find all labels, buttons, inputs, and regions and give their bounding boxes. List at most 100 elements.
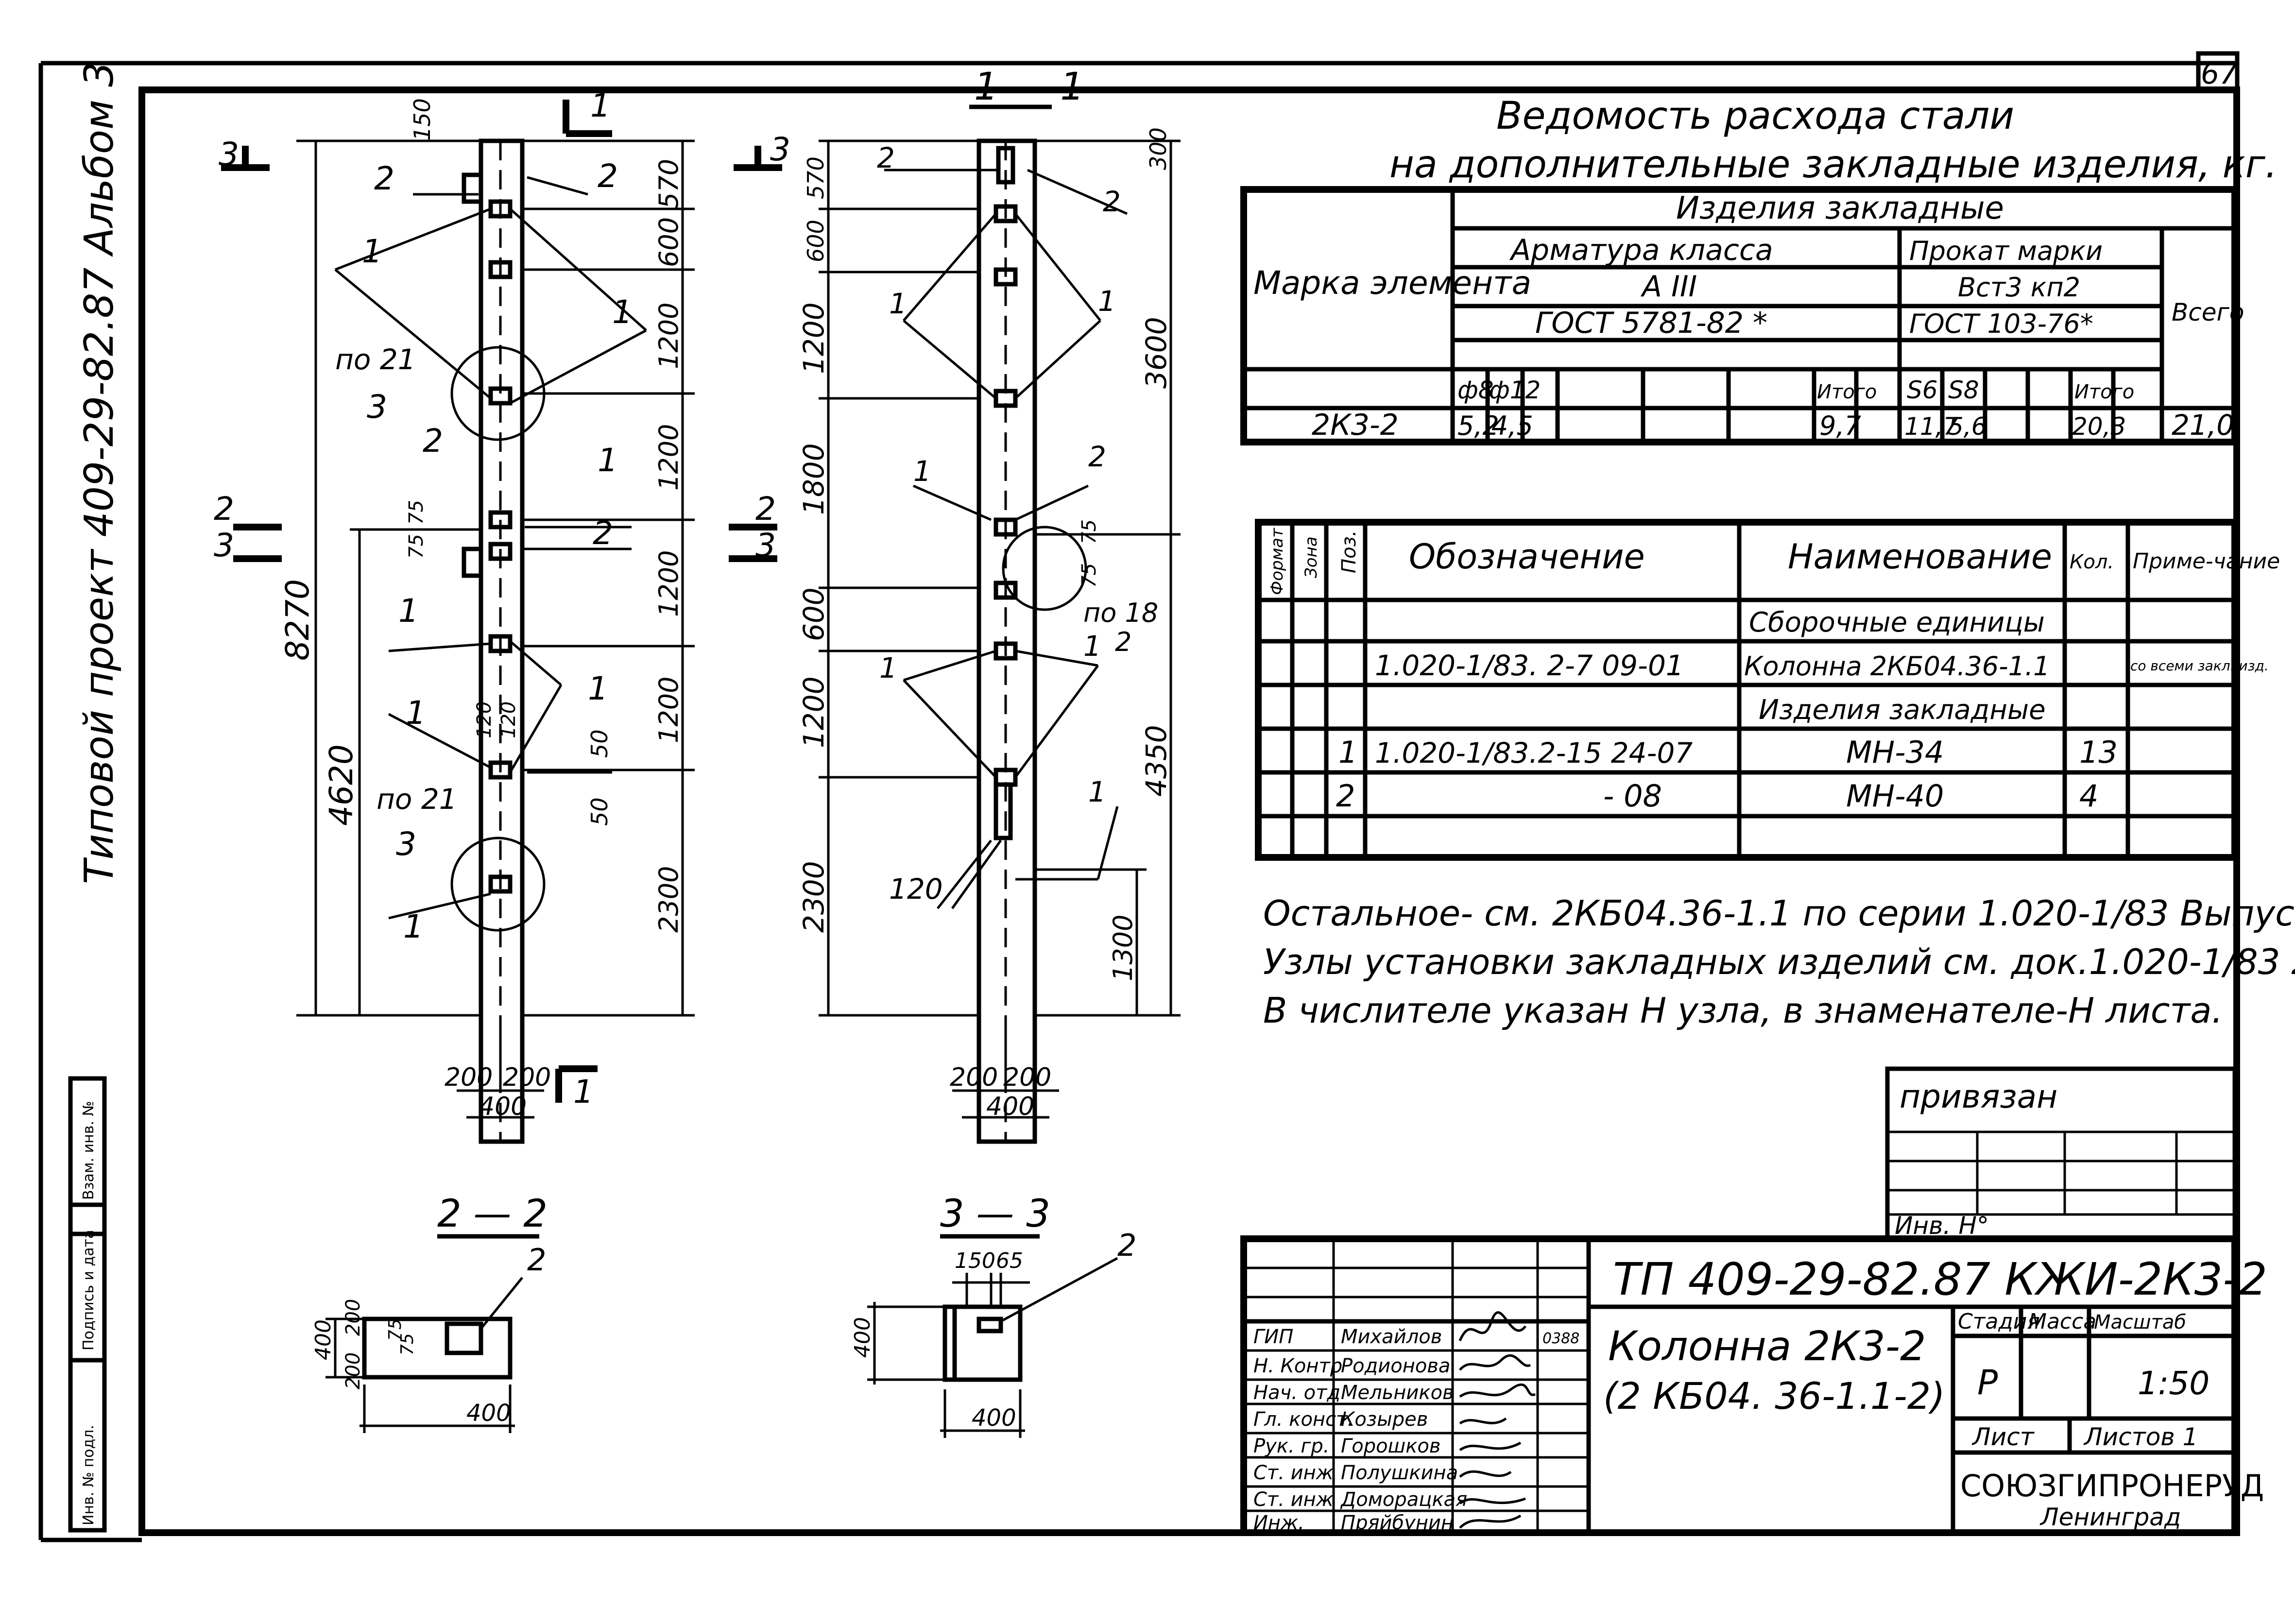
steel-cell-total: 21,0 bbox=[2172, 409, 2234, 442]
s11-callout-2-right: 2 bbox=[1103, 185, 1121, 218]
column-elevation bbox=[221, 100, 782, 1144]
steel-head-roll-gost: ГОСТ 103-76* bbox=[1909, 308, 2093, 339]
s11-dim-200-left: 200 bbox=[950, 1063, 998, 1092]
spec-head-note: Приме-чание bbox=[2133, 549, 2280, 574]
steel-cell-s6: 11,7 bbox=[1904, 412, 1959, 441]
section-mark-1-top: 1 bbox=[590, 87, 611, 124]
s33-dim-400-bottom: 400 bbox=[972, 1404, 1016, 1432]
signer-name: Козырев bbox=[1341, 1408, 1428, 1431]
callout-2-mid: 2 bbox=[423, 422, 443, 460]
signer-role: Нач. отд bbox=[1253, 1382, 1340, 1404]
spec-head-pos: Поз. bbox=[1338, 530, 1360, 573]
s11-callout-120: 120 bbox=[889, 872, 943, 906]
note-2: Узлы установки закладных изделий см. док… bbox=[1263, 941, 2295, 982]
steel-table-text: Марка элемента Изделия закладные Арматур… bbox=[1253, 190, 2244, 442]
s22-dim-200-bottom: 200 bbox=[342, 1352, 364, 1389]
spec-head-name: Наименование bbox=[1788, 537, 2052, 577]
spec-table bbox=[1255, 519, 2238, 861]
section-3-3-title: 3 — 3 bbox=[940, 1192, 1050, 1236]
s11-dim-75-b: 75 bbox=[1078, 563, 1100, 588]
s11-dim-1800: 1800 bbox=[797, 443, 830, 515]
callout-2-topleft: 2 bbox=[374, 160, 394, 197]
steel-cell-f8: 5,2 bbox=[1457, 410, 1499, 441]
s33-callout-2: 2 bbox=[1117, 1228, 1136, 1263]
steel-head-rebar-gost: ГОСТ 5781-82 * bbox=[1535, 306, 1767, 340]
callout-2-console: 2 bbox=[593, 514, 613, 552]
s33-dim-65: 65 bbox=[996, 1248, 1023, 1273]
steel-sub-f12: ф12 bbox=[1489, 376, 1541, 404]
callout-1-right-a: 1 bbox=[612, 293, 633, 331]
section-mark-3-right: 3 bbox=[770, 131, 790, 168]
s11-dim-75-a: 75 bbox=[1078, 519, 1100, 544]
section-2-2 bbox=[325, 1234, 539, 1433]
s22-dim-75-a: 75 bbox=[385, 1318, 405, 1341]
s22-dim-75-b: 75 bbox=[397, 1333, 417, 1355]
embed-plates bbox=[488, 199, 513, 894]
signer-role: Инж. bbox=[1253, 1512, 1304, 1534]
signer-role: Ст. инж bbox=[1253, 1462, 1334, 1484]
title-block-text: ТП 409-29-82.87 КЖИ-2К3-2 Колонна 2К3-2 … bbox=[1253, 1253, 2267, 1534]
signer-role: Ст. инж bbox=[1253, 1488, 1334, 1511]
s22-dim-200-top: 200 bbox=[342, 1299, 364, 1336]
section-mark-3b-right: 3 bbox=[755, 527, 776, 564]
spec-row4-designation: - 08 bbox=[1603, 778, 1662, 814]
s11-dim-400: 400 bbox=[986, 1092, 1034, 1121]
s11-dim-4350: 4350 bbox=[1140, 725, 1173, 797]
mass-label: Масса bbox=[2028, 1309, 2096, 1334]
spec-row0-name: Сборочные единицы bbox=[1749, 607, 2045, 638]
callout-1-bottom: 1 bbox=[403, 908, 424, 945]
side-stamp: Инв. № подл. Подпись и дата Взам. инв. № bbox=[68, 1076, 107, 1533]
spec-row4-pos: 2 bbox=[1336, 778, 1355, 814]
spec-row1-name: Колонна 2КБ04.36-1.1 bbox=[1744, 651, 2050, 682]
spec-row3-pos: 1 bbox=[1338, 735, 1357, 770]
section-3-3 bbox=[867, 1234, 1118, 1438]
s11-dim-600: 600 bbox=[803, 220, 829, 262]
steel-sub-s6: S6 bbox=[1907, 376, 1938, 404]
signer-name: Мельников bbox=[1341, 1382, 1454, 1404]
item-name-1: Колонна 2К3-2 bbox=[1608, 1322, 1926, 1370]
signatures bbox=[1458, 1311, 1536, 1529]
steel-cell-rebar-total: 9,7 bbox=[1819, 410, 1861, 441]
signer-role: ГИП bbox=[1253, 1326, 1293, 1348]
section-mark-3b-left: 3 bbox=[214, 527, 234, 564]
callout-node-3-a: 3 bbox=[367, 388, 387, 426]
binding-title: привязан bbox=[1900, 1078, 2057, 1115]
s11-dim-300: 300 bbox=[1145, 127, 1171, 170]
s22-callout-2: 2 bbox=[527, 1242, 546, 1278]
spec-head-qty: Кол. bbox=[2070, 551, 2114, 573]
dim-200-right: 200 bbox=[503, 1063, 551, 1092]
s22-dim-400-bottom: 400 bbox=[466, 1400, 511, 1427]
s11-callout-1-lower-left: 1 bbox=[879, 651, 897, 684]
s11-dim-2300: 2300 bbox=[797, 861, 830, 933]
spec-row3-qty: 13 bbox=[2079, 735, 2118, 770]
steel-table bbox=[1240, 186, 2238, 445]
dim-4620: 4620 bbox=[323, 744, 360, 826]
section-1-1-labels: 1 — 1 570 600 1200 1800 600 1200 2300 30… bbox=[797, 65, 1173, 1121]
dim-2300: 2300 bbox=[653, 866, 684, 933]
s11-callout-1-right: 1 bbox=[1098, 285, 1116, 318]
callout-1-right-b: 1 bbox=[588, 670, 608, 707]
callout-1-left-a: 1 bbox=[362, 233, 382, 270]
scale-value: 1:50 bbox=[2138, 1365, 2209, 1402]
dim-200-left: 200 bbox=[445, 1063, 493, 1092]
stage-value: Р bbox=[1977, 1363, 1998, 1402]
section-mark-3-left: 3 bbox=[219, 136, 239, 173]
note-1: Остальное- см. 2КБ04.36-1.1 по серии 1.0… bbox=[1263, 893, 2295, 934]
sheet-label: Лист bbox=[1971, 1423, 2035, 1451]
s33-dim-150: 150 bbox=[955, 1248, 995, 1273]
steel-head-rebar: Арматура класса bbox=[1509, 233, 1773, 267]
dim-8270: 8270 bbox=[279, 579, 316, 661]
item-name-2: (2 КБ04. 36-1.1-2) bbox=[1603, 1374, 1945, 1418]
org-name: СОЮЗГИПРОНЕРУД bbox=[1960, 1468, 2264, 1504]
signer-date: 0388 bbox=[1542, 1330, 1579, 1347]
s33-dim-400-side: 400 bbox=[850, 1317, 875, 1358]
title-block bbox=[1240, 1235, 2238, 1536]
spec-row3-designation: 1.020-1/83.2-15 24-07 bbox=[1375, 736, 1693, 769]
s11-dim-200-right: 200 bbox=[1003, 1063, 1051, 1092]
signer-role: Н. Контр bbox=[1253, 1355, 1342, 1377]
signer-name: Пряйбунин bbox=[1341, 1512, 1454, 1534]
spec-row2-name: Изделия закладные bbox=[1759, 694, 2046, 726]
callout-1-left-c: 1 bbox=[406, 694, 426, 732]
scale-label: Масштаб bbox=[2094, 1311, 2186, 1333]
note-3: В числителе указан Н узла, в знаменателе… bbox=[1263, 990, 2223, 1031]
